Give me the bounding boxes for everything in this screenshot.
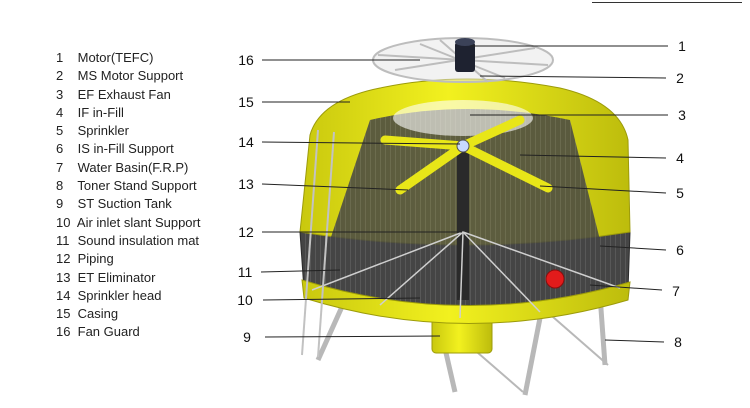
legend-number: 10 [56, 214, 71, 230]
legend-label: Sprinkler head [77, 287, 162, 303]
legend-label: Motor(TEFC) [77, 50, 154, 65]
callout-8: 8 [674, 334, 682, 350]
legend-label: Sound insulation mat [77, 232, 200, 248]
motor [455, 38, 475, 72]
legend-label: Air inlet slant Support [76, 214, 201, 230]
callout-14: 14 [238, 134, 254, 150]
legend-number: 7 [56, 159, 64, 175]
legend-number: 12 [56, 251, 71, 267]
piping [457, 150, 469, 300]
legend-number: 2 [56, 68, 64, 84]
legend-label: Casing [77, 306, 119, 322]
exhaust-fan [393, 100, 533, 136]
callout-9: 9 [243, 329, 251, 345]
legend-number: 1 [56, 50, 64, 65]
legend-label: MS Motor Support [77, 68, 184, 84]
legend-item: 1 Motor(TEFC) [56, 49, 200, 67]
legend-number: 5 [56, 123, 64, 139]
callout-2: 2 [676, 70, 684, 86]
callout-15: 15 [238, 94, 254, 110]
callout-1: 1 [678, 38, 686, 54]
legend-item: 5 Sprinkler [56, 122, 200, 140]
legend-number: 14 [56, 287, 71, 303]
legend-label: Toner Stand Support [77, 178, 197, 194]
callout-11: 11 [237, 264, 253, 280]
callout-10: 10 [237, 292, 253, 308]
legend-label: EF Exhaust Fan [77, 86, 171, 102]
legend-number: 16 [56, 324, 71, 340]
basin-indicator [545, 269, 565, 289]
legend-item: 13 ET Eliminator [56, 269, 200, 287]
callout-5: 5 [676, 185, 684, 201]
legend-item: 8 Toner Stand Support [56, 177, 200, 195]
legend-number: 8 [56, 178, 64, 194]
legend-number: 11 [56, 232, 70, 248]
legend-number: 4 [56, 104, 64, 120]
legend-label: Water Basin(F.R.P) [77, 159, 189, 175]
callout-7: 7 [672, 283, 680, 299]
sprinkler [380, 115, 553, 195]
legend-label: ET Eliminator [77, 269, 156, 285]
legend-label: Fan Guard [77, 324, 140, 340]
legend-label: Sprinkler [77, 123, 129, 139]
legend-item: 12 Piping [56, 250, 200, 268]
legend-number: 13 [56, 269, 71, 285]
air-inlet-supports [311, 231, 621, 319]
legend-item: 3 EF Exhaust Fan [56, 86, 200, 104]
legend-item: 14 Sprinkler head [56, 287, 200, 305]
legend-number: 9 [56, 196, 64, 212]
top-rule [592, 2, 742, 3]
legend-item: 11 Sound insulation mat [56, 232, 200, 250]
legend-number: 6 [56, 141, 64, 157]
callout-leaders [260, 45, 668, 343]
legend-number: 15 [56, 306, 71, 322]
callout-16: 16 [238, 52, 254, 68]
legend-label: IS in-Fill Support [77, 141, 174, 157]
sprinkler-head [456, 139, 470, 153]
legend-item: 10 Air inlet slant Support [56, 214, 200, 232]
legend-label: ST Suction Tank [77, 196, 172, 212]
callout-4: 4 [676, 150, 684, 166]
legend-label: IF in-Fill [77, 104, 124, 120]
callout-13: 13 [238, 176, 254, 192]
legend-item: 6 IS in-Fill Support [56, 140, 200, 158]
legend-item: 15 Casing [56, 305, 200, 323]
legend-item: 4 IF in-Fill [56, 104, 200, 122]
legend-item: 2 MS Motor Support [56, 67, 200, 85]
ladder [301, 129, 335, 358]
legend-item: 9 ST Suction Tank [56, 195, 200, 213]
water-basin [301, 269, 631, 324]
legend-label: Piping [77, 251, 114, 267]
callout-3: 3 [678, 107, 686, 123]
legend-number: 3 [56, 86, 64, 102]
component-legend: 1 Motor(TEFC) 2 MS Motor Support 3 EF Ex… [56, 49, 200, 342]
legend-item: 7 Water Basin(F.R.P) [56, 159, 200, 177]
callout-6: 6 [676, 242, 684, 258]
legend-item: 16 Fan Guard [56, 323, 200, 341]
callout-12: 12 [238, 224, 254, 240]
